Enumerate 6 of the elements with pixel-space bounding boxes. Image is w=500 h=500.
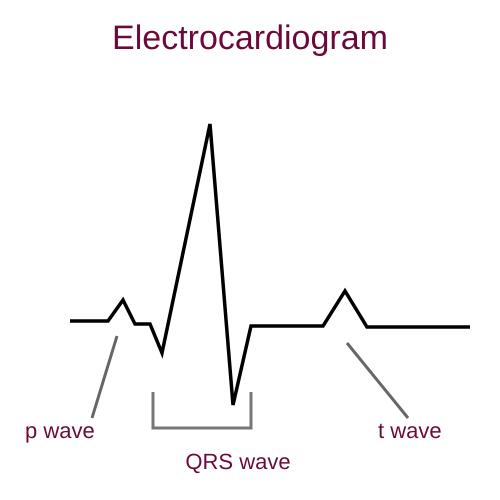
wave-label: p wave — [25, 418, 95, 444]
wave-label: t wave — [378, 418, 442, 444]
wave-label: QRS wave — [185, 449, 291, 476]
title: Electrocardiogram — [111, 18, 389, 59]
leader-line — [90, 336, 118, 418]
leader-line — [346, 342, 410, 419]
